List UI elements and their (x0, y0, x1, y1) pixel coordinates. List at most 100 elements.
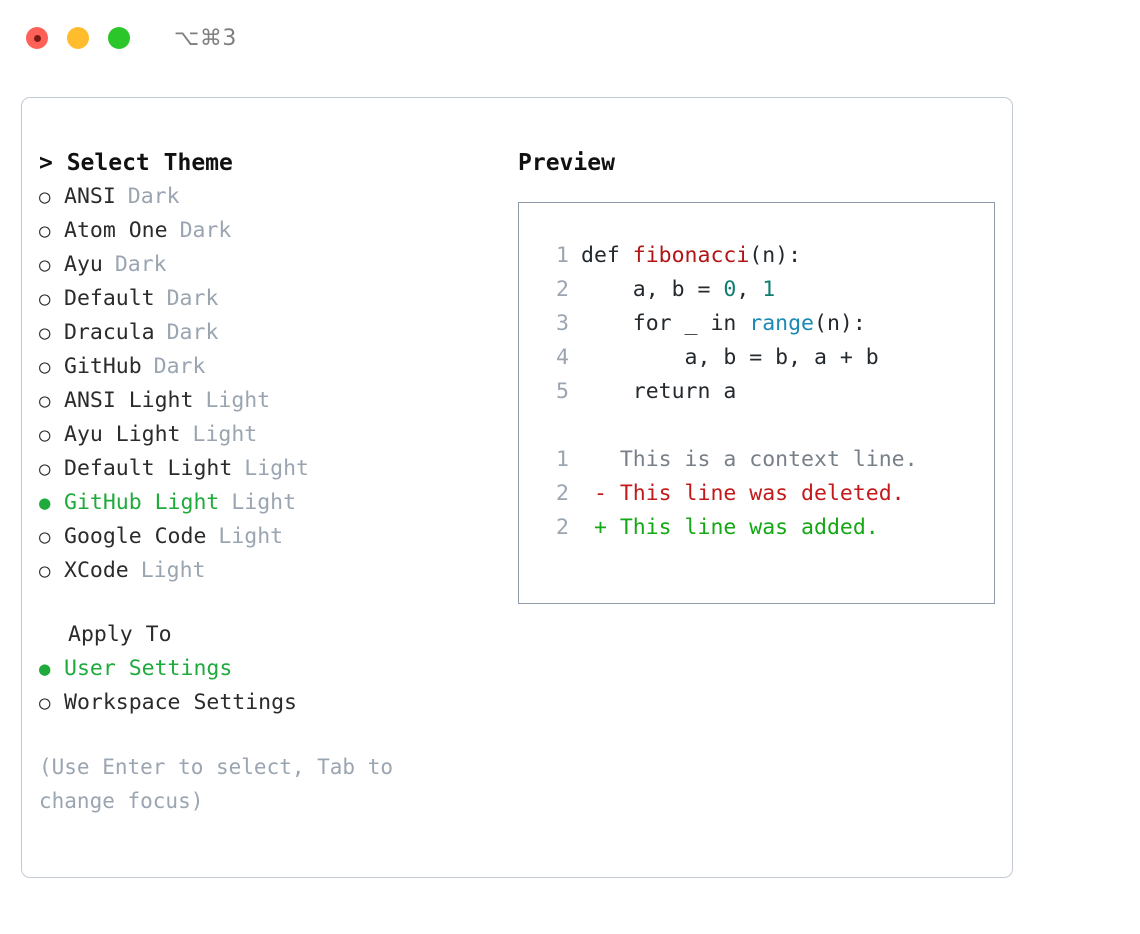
theme-option-ansi-light[interactable]: ○ ANSI Light Light (39, 384, 499, 418)
theme-option-label: GitHub (64, 354, 142, 379)
close-icon[interactable] (26, 27, 48, 49)
apply-to-header: Apply To (68, 622, 172, 647)
diff-line-add: 2 + This line was added. (539, 511, 994, 545)
code-token-plain: (n): (749, 243, 802, 268)
theme-variant-badge: Dark (114, 252, 167, 277)
title-bar: ⌥⌘3 (0, 0, 1140, 76)
theme-variant-badge: Dark (179, 218, 232, 243)
line-number: 3 (556, 311, 569, 336)
radio-unselected-icon: ○ (39, 692, 51, 714)
radio-selected-icon: ● (39, 658, 51, 680)
line-number: 1 (556, 243, 569, 268)
code-text: def fibonacci(n): (581, 239, 801, 273)
radio-selected-icon: ● (39, 492, 51, 514)
maximize-icon[interactable] (108, 27, 130, 49)
code-text: for _ in range(n): (581, 307, 866, 341)
select-theme-header: > Select Theme (39, 150, 233, 176)
theme-variant-badge: Dark (153, 354, 206, 379)
code-token-fn: fibonacci (632, 243, 750, 268)
radio-unselected-icon: ○ (39, 424, 51, 446)
theme-variant-badge: Light (244, 456, 310, 481)
diff-line-context: 1 This is a context line. (539, 443, 994, 477)
theme-variant-badge: Light (218, 524, 284, 549)
code-token-num: 1 (762, 277, 776, 302)
theme-option-label: Atom One (64, 218, 168, 243)
line-number: 4 (556, 345, 569, 370)
preview-title: Preview (518, 150, 615, 176)
code-line: 1 def fibonacci(n): (539, 239, 994, 273)
code-line: 5 return a (539, 375, 994, 409)
theme-option-ayu-light[interactable]: ○ Ayu Light Light (39, 418, 499, 452)
theme-option-label: ANSI Light (64, 388, 194, 413)
radio-unselected-icon: ○ (39, 220, 51, 242)
theme-option-label: ANSI (64, 184, 116, 209)
diff-text: This is a context line. (581, 447, 918, 472)
apply-to-option-workspace-settings[interactable]: ○Workspace Settings (39, 686, 499, 720)
theme-option-dracula[interactable]: ○ Dracula Dark (39, 316, 499, 350)
code-line: 2 a, b = 0, 1 (539, 273, 994, 307)
code-token-plain: for _ in (581, 311, 750, 336)
code-token-plain: a, b = (581, 277, 724, 302)
theme-variant-badge: Dark (166, 286, 219, 311)
apply-to-option-user-settings[interactable]: ● User Settings (39, 652, 499, 686)
theme-variant-badge: Dark (166, 320, 219, 345)
theme-variant-badge: Light (192, 422, 258, 447)
diff-sample: 1 This is a context line.2 - This line w… (539, 443, 994, 545)
radio-unselected-icon: ○ (39, 254, 51, 276)
apply-to-option-label: User Settings (64, 656, 233, 681)
keyboard-shortcut-label: ⌥⌘3 (174, 25, 237, 51)
apply-to-list[interactable]: ● User Settings ○Workspace Settings (39, 652, 499, 720)
theme-option-label: GitHub Light (64, 490, 220, 515)
theme-option-github-light[interactable]: ● GitHub Light Light (39, 486, 499, 520)
theme-option-label: Ayu Light (64, 422, 181, 447)
keyboard-hint-text: (Use Enter to select, Tab to change focu… (39, 755, 406, 813)
code-token-plain: , (736, 277, 763, 302)
theme-variant-badge: Light (140, 558, 206, 583)
radio-unselected-icon: ○ (39, 526, 51, 548)
window-controls (26, 27, 130, 49)
line-number: 5 (556, 379, 569, 404)
theme-option-atom-one[interactable]: ○ Atom One Dark (39, 214, 499, 248)
theme-variant-badge: Light (231, 490, 297, 515)
diff-text: - This line was deleted. (581, 481, 905, 506)
code-token-plain: def (581, 243, 633, 268)
code-token-plain: a, b = b, a + b (581, 345, 879, 370)
theme-variant-badge: Light (205, 388, 271, 413)
theme-option-github[interactable]: ○ GitHub Dark (39, 350, 499, 384)
code-text: a, b = b, a + b (581, 341, 879, 375)
minimize-icon[interactable] (67, 27, 89, 49)
line-number: 2 (556, 515, 569, 540)
theme-option-ayu[interactable]: ○ Ayu Dark (39, 248, 499, 282)
code-token-builtin: range (749, 311, 815, 336)
radio-unselected-icon: ○ (39, 390, 51, 412)
diff-line-del: 2 - This line was deleted. (539, 477, 994, 511)
line-number: 2 (556, 277, 569, 302)
theme-option-label: Default (64, 286, 155, 311)
code-text: a, b = 0, 1 (581, 273, 775, 307)
line-number: 1 (556, 447, 569, 472)
code-line: 3 for _ in range(n): (539, 307, 994, 341)
theme-option-label: XCode (64, 558, 129, 583)
line-number: 2 (556, 481, 569, 506)
radio-unselected-icon: ○ (39, 356, 51, 378)
code-token-plain: (n): (814, 311, 866, 336)
radio-unselected-icon: ○ (39, 560, 51, 582)
theme-option-label: Dracula (64, 320, 155, 345)
code-line: 4 a, b = b, a + b (539, 341, 994, 375)
radio-unselected-icon: ○ (39, 458, 51, 480)
radio-unselected-icon: ○ (39, 322, 51, 344)
theme-option-xcode[interactable]: ○ XCode Light (39, 554, 499, 588)
diff-text: + This line was added. (581, 515, 879, 540)
theme-option-label: Ayu (64, 252, 103, 277)
